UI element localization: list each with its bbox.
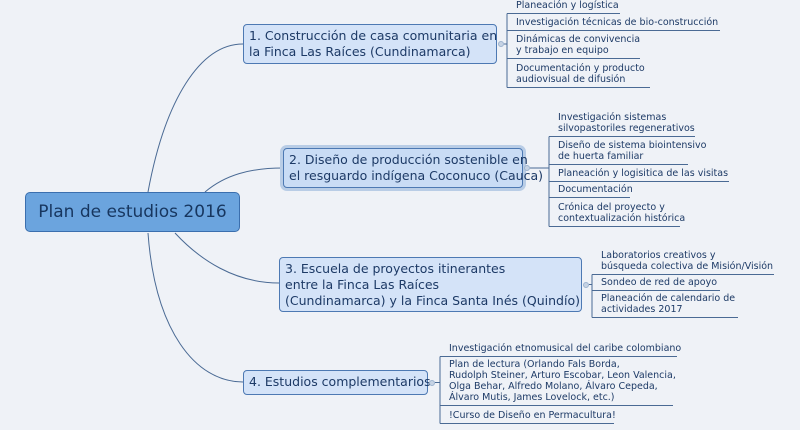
subtopic-label-line: Sondeo de red de apoyo — [601, 277, 718, 288]
link-topic-4 — [147, 232, 244, 383]
subtopic[interactable]: Investigación técnicas de bio-construcci… — [516, 17, 718, 28]
subtopic[interactable]: Planeación y logisitica de las visitas — [558, 168, 728, 179]
subtopic-label-line: !Curso de Diseño en Permacultura! — [449, 410, 616, 421]
collapse-toggle-icon[interactable] — [429, 379, 435, 386]
subtopic-label-line: Crónica del proyecto y — [558, 202, 665, 213]
link-topic-1 — [147, 43, 244, 193]
subtopic-label-line: búsqueda colectiva de Misión/Visión — [601, 261, 774, 272]
subtopic-label-line: Dinámicas de convivencia — [516, 34, 641, 45]
subtopic[interactable]: !Curso de Diseño en Permacultura! — [449, 410, 616, 421]
link-topic-3 — [174, 232, 280, 284]
subtopic-label-line: silvopastoriles regenerativos — [558, 123, 695, 134]
subtopic-label-line: de huerta familiar — [558, 151, 644, 162]
subtopic[interactable]: Planeación y logística — [516, 0, 619, 11]
subtopic-label-line: Investigación técnicas de bio-construcci… — [516, 17, 719, 28]
subtopic-label-line: Rudolph Steiner, Arturo Escobar, Leon Va… — [449, 370, 676, 381]
topic-label-line: (Cundinamarca) y la Finca Santa Inés (Qu… — [285, 293, 580, 308]
subtopic[interactable]: Investigación etnomusical del caribe col… — [449, 343, 681, 354]
topic-label-line: el resguardo indígena Coconuco (Cauca) — [289, 168, 544, 183]
subtopic[interactable]: Sondeo de red de apoyo — [601, 277, 717, 288]
subtopic-label-line: contextualización histórica — [558, 213, 686, 224]
subtopic[interactable]: Plan de lectura (Orlando Fals Borda,Rudo… — [449, 359, 676, 403]
subtopic-label-line: y trabajo en equipo — [516, 45, 609, 56]
collapse-toggle-icon[interactable] — [524, 165, 530, 171]
subtopic-label-line: Planeación de calendario de — [601, 293, 736, 304]
collapse-toggle-icon[interactable] — [498, 41, 504, 47]
central-topic-label: Plan de estudios 2016 — [38, 202, 227, 222]
subtopic-label-line: Álvaro Mutis, James Lovelock, etc.) — [449, 392, 615, 403]
subtopic-label-line: actividades 2017 — [601, 304, 683, 315]
central-topic[interactable]: Plan de estudios 2016 — [25, 192, 240, 232]
topic-label-line: entre la Finca Las Raíces — [285, 277, 440, 292]
subtopic-label-line: Planeación y logisitica de las visitas — [558, 168, 729, 179]
subtopic-label-line: Laboratorios creativos y — [601, 250, 716, 261]
subtopic-label-line: Investigación sistemas — [558, 112, 667, 123]
topic-label-line: 2. Diseño de producción sostenible en — [289, 152, 528, 167]
topic-label-line: 4. Estudios complementarios — [249, 374, 431, 389]
collapse-toggle-icon[interactable] — [583, 281, 589, 288]
subtopic-label-line: Documentación y producto — [516, 63, 645, 74]
topic-label-line: 1. Construcción de casa comunitaria en — [249, 28, 498, 43]
subtopic-label-line: Investigación etnomusical del caribe col… — [449, 343, 682, 354]
subtopic-label-line: Diseño de sistema biointensivo — [558, 140, 707, 151]
link-topic-2 — [204, 167, 284, 193]
subtopic-label-line: Olga Behar, Alfredo Molano, Álvaro Ceped… — [449, 381, 658, 392]
subtopic-label-line: Planeación y logística — [516, 0, 619, 11]
topic-label-line: 3. Escuela de proyectos itinerantes — [285, 261, 506, 276]
topic-label-line: la Finca Las Raíces (Cundinamarca) — [249, 44, 471, 59]
subtopic-label-line: Documentación — [558, 184, 633, 195]
subtopic-label-line: audiovisual de difusión — [516, 74, 626, 85]
topic-4[interactable]: 4. Estudios complementarios — [243, 370, 431, 395]
subtopic-label-line: Plan de lectura (Orlando Fals Borda, — [449, 359, 620, 370]
subtopic[interactable]: Documentación — [558, 184, 633, 195]
